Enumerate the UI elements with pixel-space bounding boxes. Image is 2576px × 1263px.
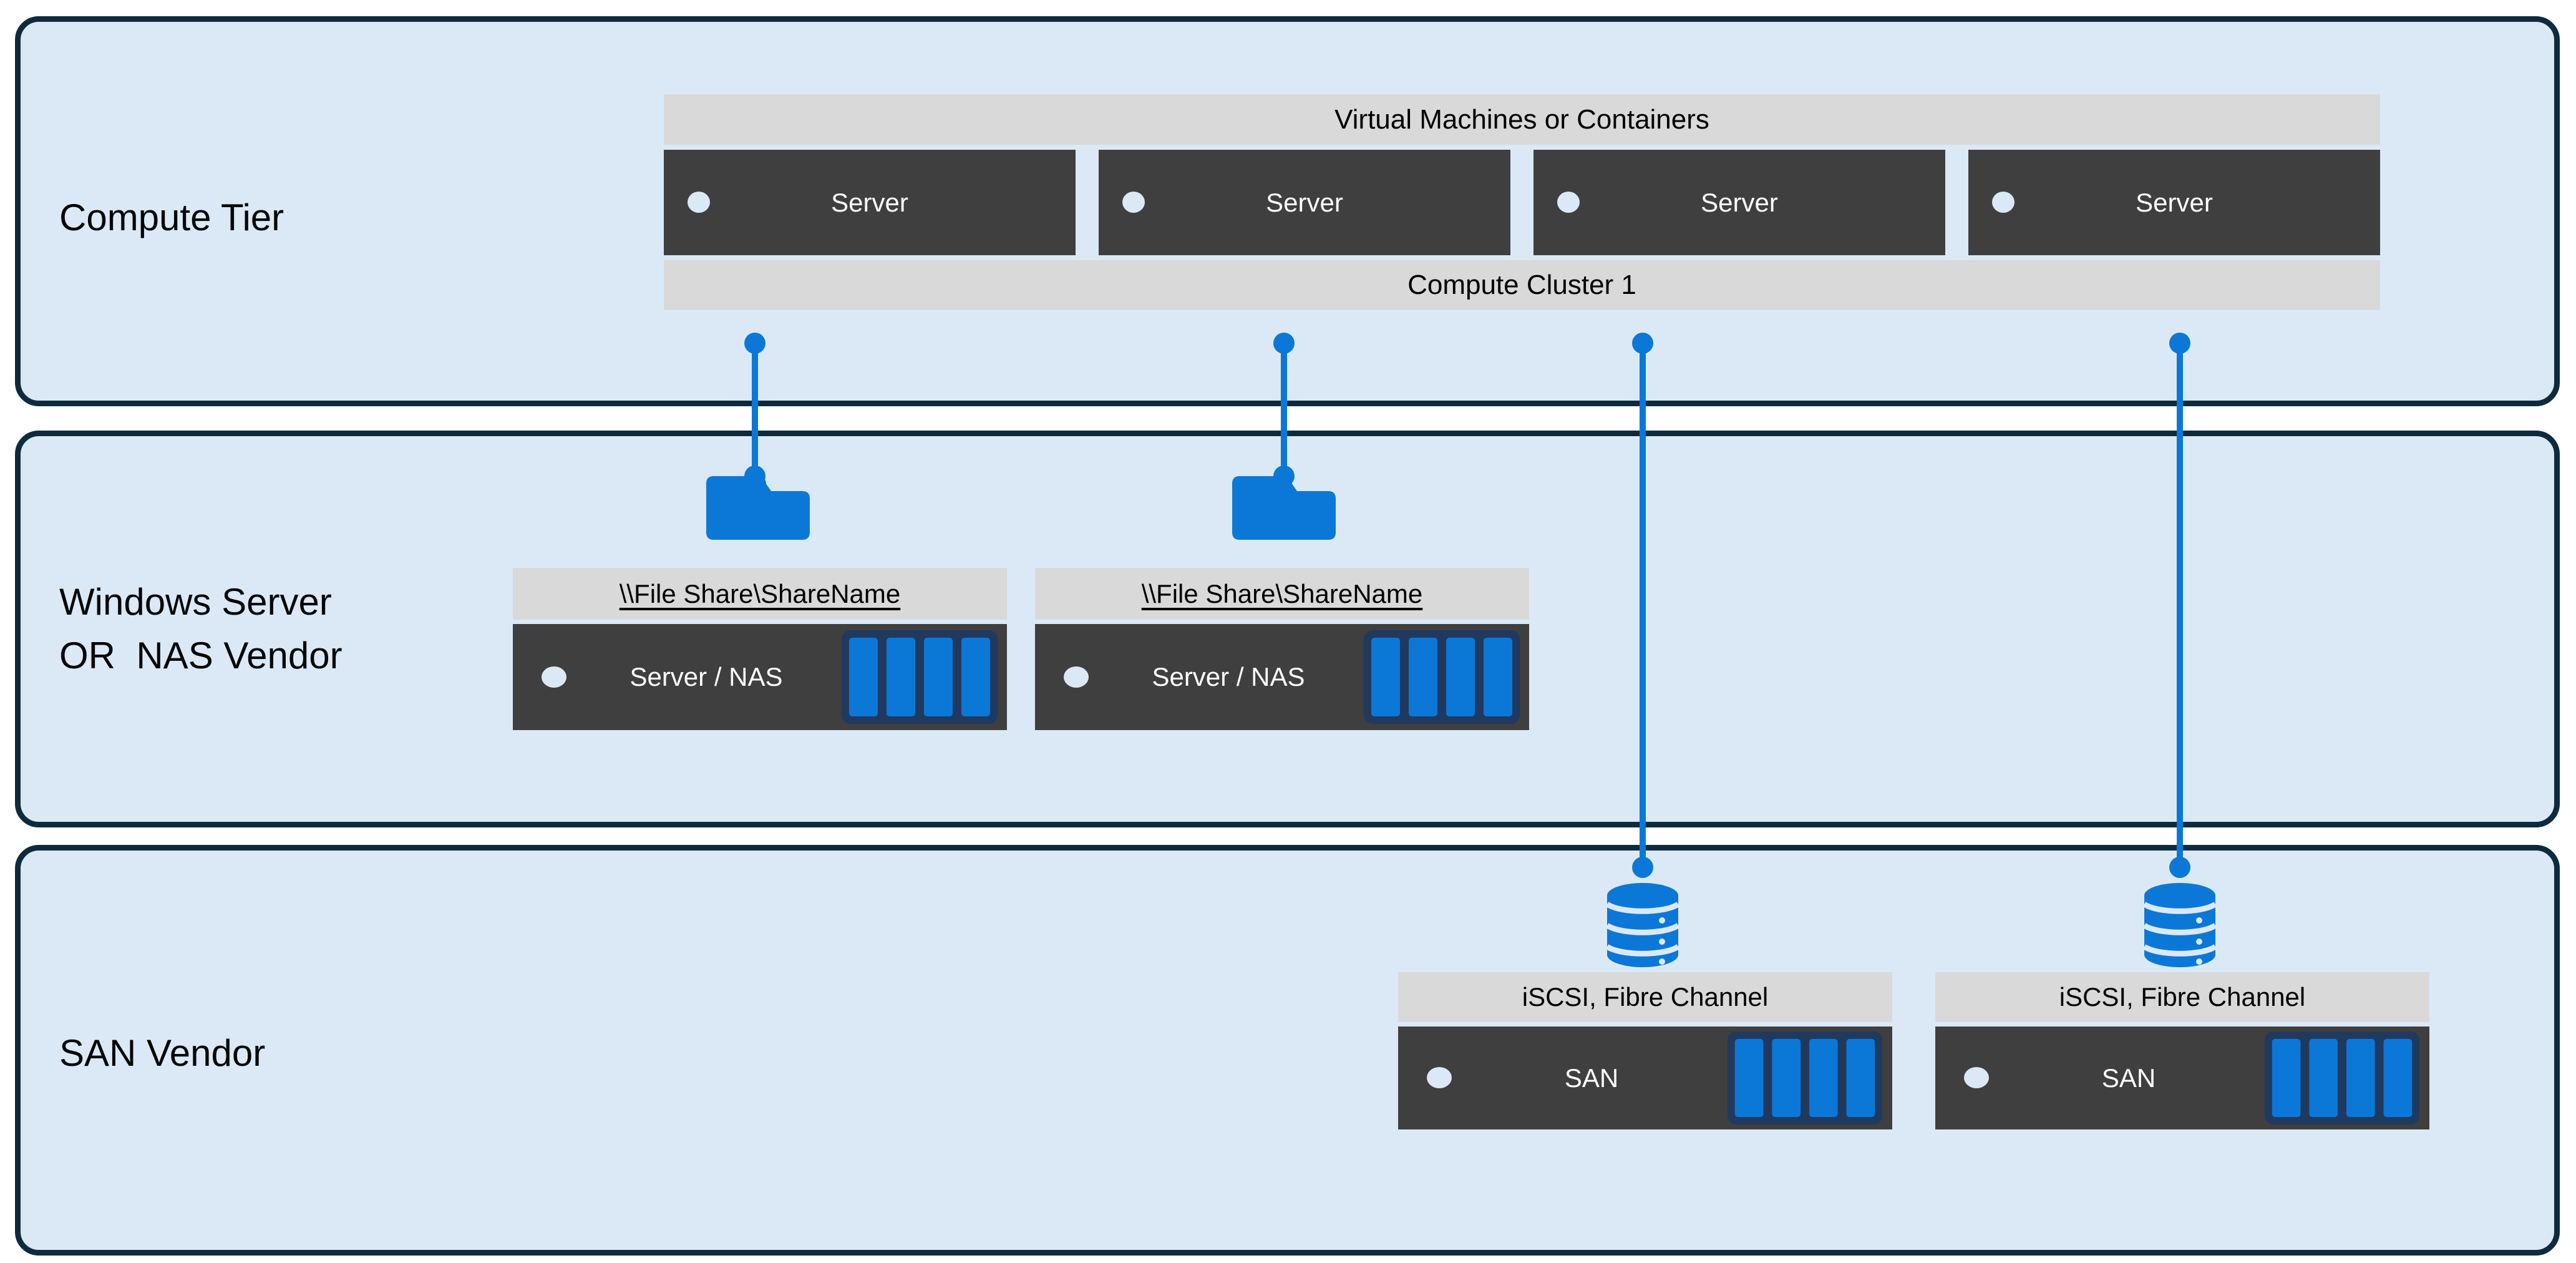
status-light-icon xyxy=(1964,1067,1989,1088)
file-share-path: \\File Share\ShareName xyxy=(1141,578,1423,608)
database-cylinder-icon xyxy=(2144,883,2215,967)
tier-compute-label: Compute Tier xyxy=(59,197,284,238)
nas-device-box-2: Server / NAS xyxy=(1035,624,1529,730)
connector-endpoint-dot xyxy=(744,333,766,354)
file-share-bar-1: \\File Share\ShareName xyxy=(513,568,1007,620)
connector-line xyxy=(2177,343,2183,867)
connector-line xyxy=(1640,343,1646,867)
san-device-box-1: SAN xyxy=(1398,1026,1892,1129)
connector-endpoint-dot xyxy=(2169,857,2190,878)
connector-endpoint-dot xyxy=(1632,333,1653,354)
status-light-icon xyxy=(688,192,710,213)
tier-san-label: SAN Vendor xyxy=(59,1032,266,1074)
san-device-label: SAN xyxy=(1564,1063,1619,1093)
tier-nas-label: Windows Server OR NAS Vendor xyxy=(59,575,343,683)
tier-nas-label-line1: Windows Server xyxy=(59,581,332,623)
vm-containers-label: Virtual Machines or Containers xyxy=(1334,104,1709,135)
connector-endpoint-dot xyxy=(1632,857,1653,878)
san-protocol-label: iSCSI, Fibre Channel xyxy=(1522,982,1769,1012)
san-protocol-bar-2: iSCSI, Fibre Channel xyxy=(1935,972,2429,1022)
compute-cluster-label: Compute Cluster 1 xyxy=(1407,270,1636,300)
disk-array-icon xyxy=(842,630,998,724)
connector-endpoint-dot xyxy=(1273,333,1295,354)
compute-cluster-bar: Compute Cluster 1 xyxy=(664,260,2380,310)
file-share-bar-2: \\File Share\ShareName xyxy=(1035,568,1529,620)
server-box-3: Server xyxy=(1533,150,1945,255)
server-box-2: Server xyxy=(1099,150,1510,255)
status-light-icon xyxy=(1122,192,1145,213)
disk-array-icon xyxy=(1364,630,1520,724)
folder-icon xyxy=(706,476,810,540)
vm-containers-bar: Virtual Machines or Containers xyxy=(664,94,2380,145)
connector-endpoint-dot xyxy=(2169,333,2190,354)
disk-array-icon xyxy=(1727,1031,1883,1124)
status-light-icon xyxy=(1992,192,2015,213)
san-protocol-bar-1: iSCSI, Fibre Channel xyxy=(1398,972,1892,1022)
tier-nas-label-line2: OR NAS Vendor xyxy=(59,635,343,676)
server-box-1: Server xyxy=(664,150,1076,255)
san-device-label: SAN xyxy=(2101,1063,2156,1093)
status-light-icon xyxy=(542,666,566,688)
server-label: Server xyxy=(831,187,908,217)
nas-device-label: Server / NAS xyxy=(629,662,783,691)
connector-line xyxy=(752,343,758,477)
status-light-icon xyxy=(1427,1067,1452,1088)
status-light-icon xyxy=(1557,192,1580,213)
database-cylinder-icon xyxy=(1607,883,1678,967)
server-label: Server xyxy=(1266,187,1343,217)
nas-device-label: Server / NAS xyxy=(1152,662,1305,691)
connector-line xyxy=(1281,343,1287,477)
san-device-box-2: SAN xyxy=(1935,1026,2429,1129)
file-share-path: \\File Share\ShareName xyxy=(619,578,901,608)
server-label: Server xyxy=(1701,187,1778,217)
status-light-icon xyxy=(1064,666,1089,688)
nas-device-box-1: Server / NAS xyxy=(513,624,1007,730)
folder-icon xyxy=(1232,476,1336,540)
server-label: Server xyxy=(2136,187,2213,217)
server-box-4: Server xyxy=(1968,150,2380,255)
san-protocol-label: iSCSI, Fibre Channel xyxy=(2059,982,2306,1012)
disk-array-icon xyxy=(2264,1031,2420,1124)
